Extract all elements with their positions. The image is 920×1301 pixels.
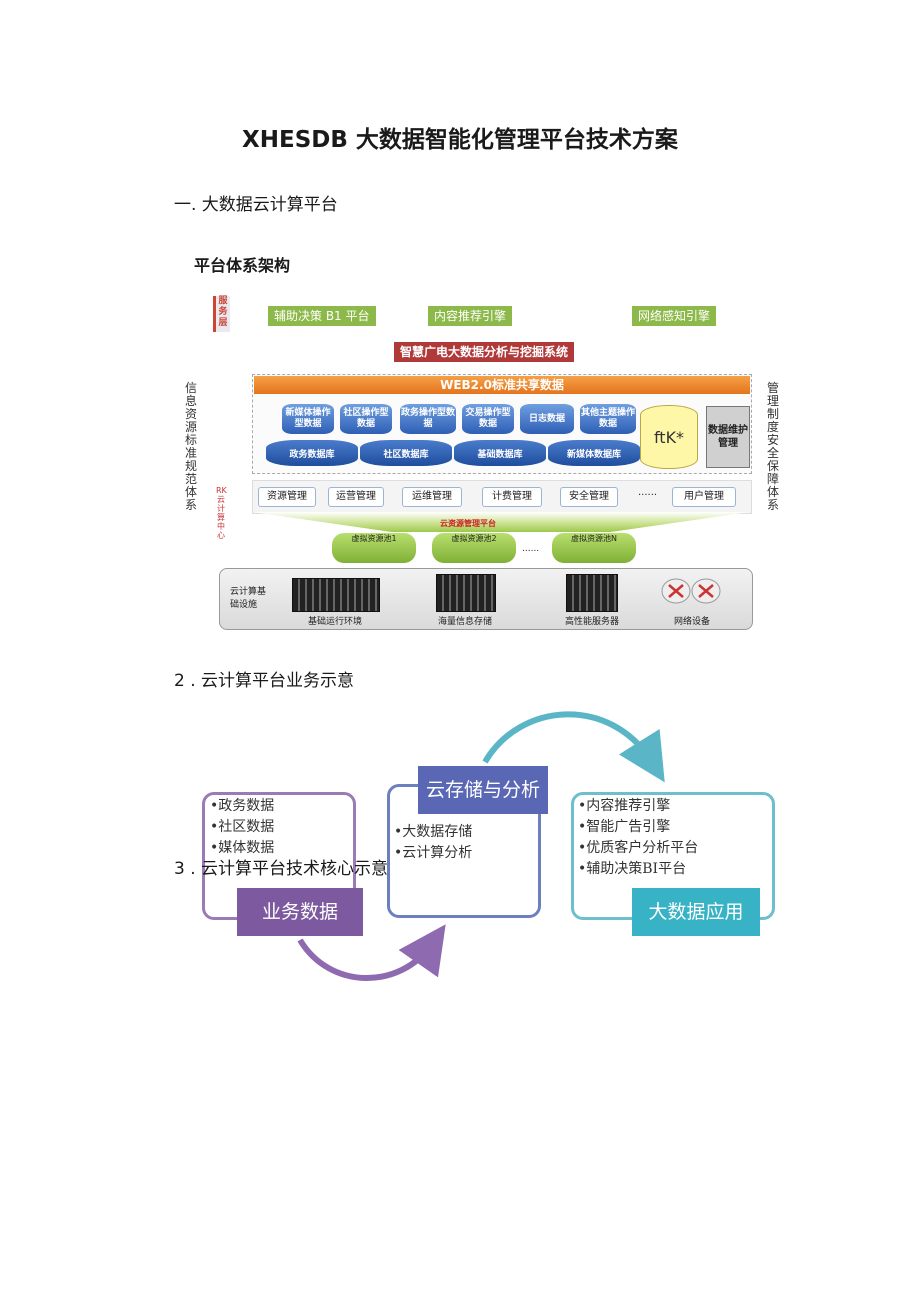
big-data-app-list: 内容推荐引擎 智能广告引擎 优质客户分析平台 辅助决策BI平台 xyxy=(578,796,698,880)
op-data-cylinder: 交易操作型数据 xyxy=(462,404,514,434)
op-data-cylinder: 政务操作型数据 xyxy=(400,404,456,434)
cloud-platform-band xyxy=(252,512,750,532)
cloud-center-vertical-label: RK 云计算中心 xyxy=(216,486,227,540)
top-item: 辅助决策 B1 平台 xyxy=(268,306,376,326)
section-heading-2: 2 . 云计算平台业务示意 xyxy=(174,671,355,691)
list-item: 社区数据 xyxy=(210,817,274,838)
infra-label: 云计算基础设施 xyxy=(230,587,267,610)
database-cylinder: 基础数据库 xyxy=(454,440,546,466)
management-item: 运维管理 xyxy=(402,487,462,507)
business-data-label: 业务数据 xyxy=(237,888,363,936)
list-item: 政务数据 xyxy=(210,796,274,817)
router-icon xyxy=(660,576,724,606)
arrow-top xyxy=(482,711,665,783)
database-cylinder: 政务数据库 xyxy=(266,440,358,466)
arrow-bottom xyxy=(297,924,446,981)
top-item: 网络感知引擎 xyxy=(632,306,717,326)
left-vertical-label: 信息资源标准规范体系 xyxy=(184,381,197,512)
infra-item-label: 高性能服务器 xyxy=(564,617,619,627)
server-cabinet-icon xyxy=(566,574,618,612)
storage-rack-icon xyxy=(436,574,496,612)
list-item: 大数据存储 xyxy=(394,822,472,843)
flow-arrows xyxy=(297,711,665,981)
infra-item-label: 海量信息存储 xyxy=(437,617,492,627)
list-item: 内容推荐引擎 xyxy=(578,796,698,817)
resource-pool: 虚拟资源池1 xyxy=(332,533,416,563)
management-item: 安全管理 xyxy=(560,487,618,507)
management-ellipsis: ...... xyxy=(638,487,658,498)
database-cylinder: 社区数据库 xyxy=(360,440,452,466)
list-item: 媒体数据 xyxy=(210,838,274,859)
right-vertical-label: 管理制度安全保障体系 xyxy=(766,381,779,512)
cloud-storage-label: 云存储与分析 xyxy=(418,766,548,814)
server-rack-icon xyxy=(292,578,380,612)
section-heading-1: 一. 大数据云计算平台 xyxy=(174,195,338,215)
management-item: 运营管理 xyxy=(328,487,384,507)
data-maintenance-box: 数据维护管理 xyxy=(706,406,750,468)
business-data-list: 政务数据 社区数据 媒体数据 xyxy=(210,796,274,859)
service-layer-tag: 服务层 xyxy=(213,296,230,332)
management-item: 用户管理 xyxy=(672,487,736,507)
subsection-heading: 平台体系架构 xyxy=(194,256,291,275)
list-item: 优质客户分析平台 xyxy=(578,838,698,859)
resource-pool: 虚拟资源池2 xyxy=(432,533,516,563)
list-item: 智能广告引擎 xyxy=(578,817,698,838)
infra-item-label: 网络设备 xyxy=(673,617,710,627)
op-data-cylinder: 其他主题操作数据 xyxy=(580,404,636,434)
top-item: 内容推荐引擎 xyxy=(428,306,513,326)
document-title: XHESDB 大数据智能化管理平台技术方案 xyxy=(242,127,678,153)
infra-item-label: 基础运行环境 xyxy=(307,617,362,627)
cloud-platform-label: 云资源管理平台 xyxy=(440,519,496,528)
big-data-app-label: 大数据应用 xyxy=(632,888,760,936)
database-cylinder: 新媒体数据库 xyxy=(548,440,640,466)
op-data-cylinder: 新媒体操作型数据 xyxy=(282,404,334,434)
section-heading-3: 3 . 云计算平台技术核心示意 xyxy=(174,859,389,879)
list-item: 辅助决策BI平台 xyxy=(578,859,698,880)
resource-pool: 虚拟资源池N xyxy=(552,533,636,563)
cloud-storage-list: 大数据存储 云计算分析 xyxy=(394,822,472,864)
yellow-cylinder: ftK* xyxy=(640,405,698,469)
management-item: 资源管理 xyxy=(258,487,316,507)
pool-ellipsis: ...... xyxy=(522,544,540,554)
analysis-system-bar: 智慧广电大数据分析与挖掘系统 xyxy=(394,342,575,362)
management-item: 计费管理 xyxy=(482,487,542,507)
list-item: 云计算分析 xyxy=(394,843,472,864)
op-data-cylinder: 日志数据 xyxy=(520,404,574,434)
web-shared-data-bar: WEB2.0标准共享数据 xyxy=(254,376,750,394)
op-data-cylinder: 社区操作型数据 xyxy=(340,404,392,434)
